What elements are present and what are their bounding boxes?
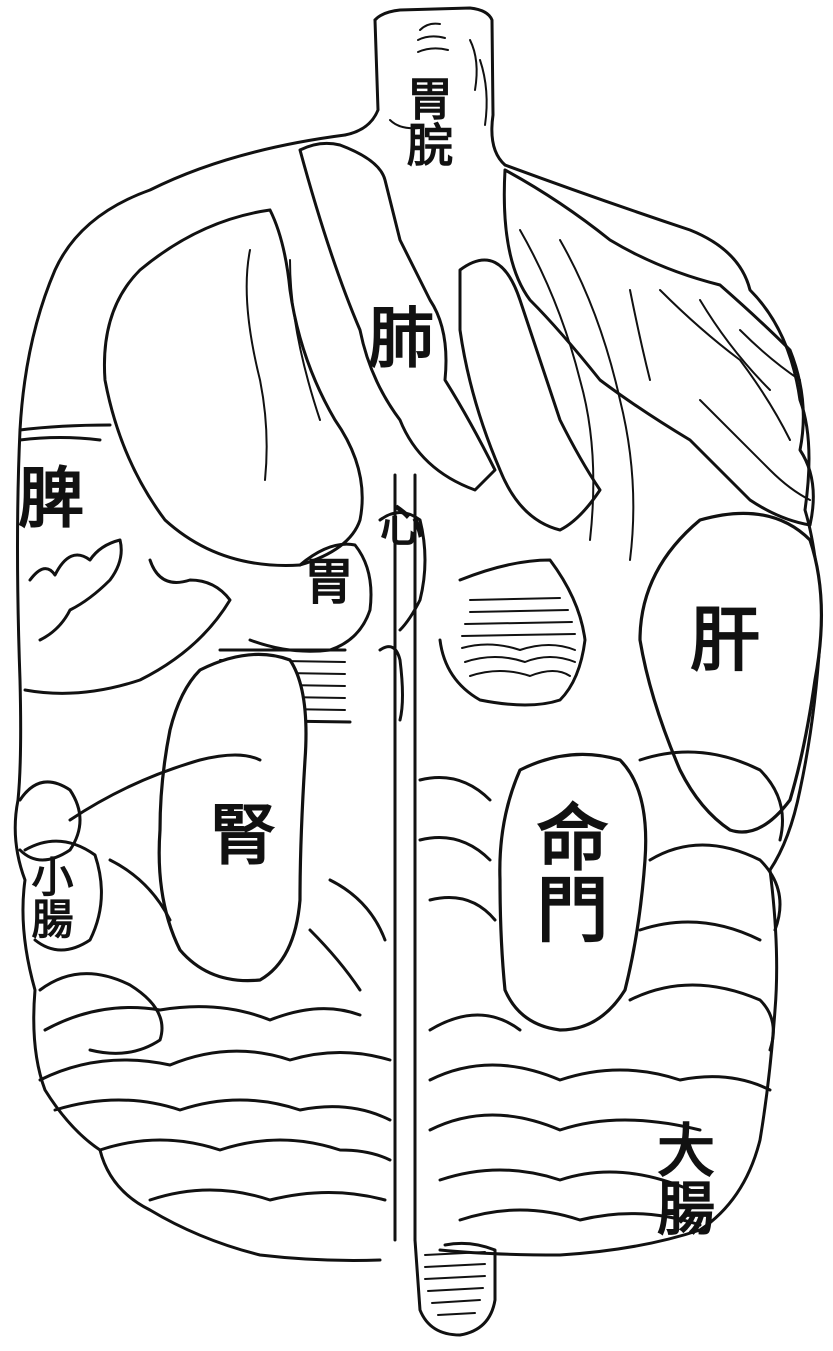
- label-wei: 胃: [296, 555, 355, 605]
- label-xiaochang: 小腸: [25, 855, 74, 939]
- large-intestine-end: [413, 1238, 497, 1337]
- label-weiwan: 胃脘: [400, 75, 454, 167]
- mingmen-organ: [498, 752, 648, 1032]
- heart-region: [378, 511, 587, 722]
- label-xin: 心: [380, 501, 424, 552]
- label-pi: 脾: [18, 459, 84, 537]
- label-dachang: 大腸: [647, 1120, 715, 1236]
- spleen-outline: [18, 423, 232, 695]
- small-intestine: [18, 753, 262, 1055]
- lung-lobes: [102, 141, 815, 567]
- kidney-organ: [157, 652, 308, 983]
- label-shen: 腎: [199, 800, 277, 866]
- esophagus-tube: [343, 6, 507, 167]
- torso-outline: [13, 133, 822, 1262]
- intestine-coils: [38, 750, 784, 1227]
- label-mingmen: 命門: [524, 800, 609, 944]
- label-gan: 肝: [690, 598, 760, 681]
- label-fei: 肺: [368, 299, 434, 377]
- central-vessel: [393, 473, 417, 1242]
